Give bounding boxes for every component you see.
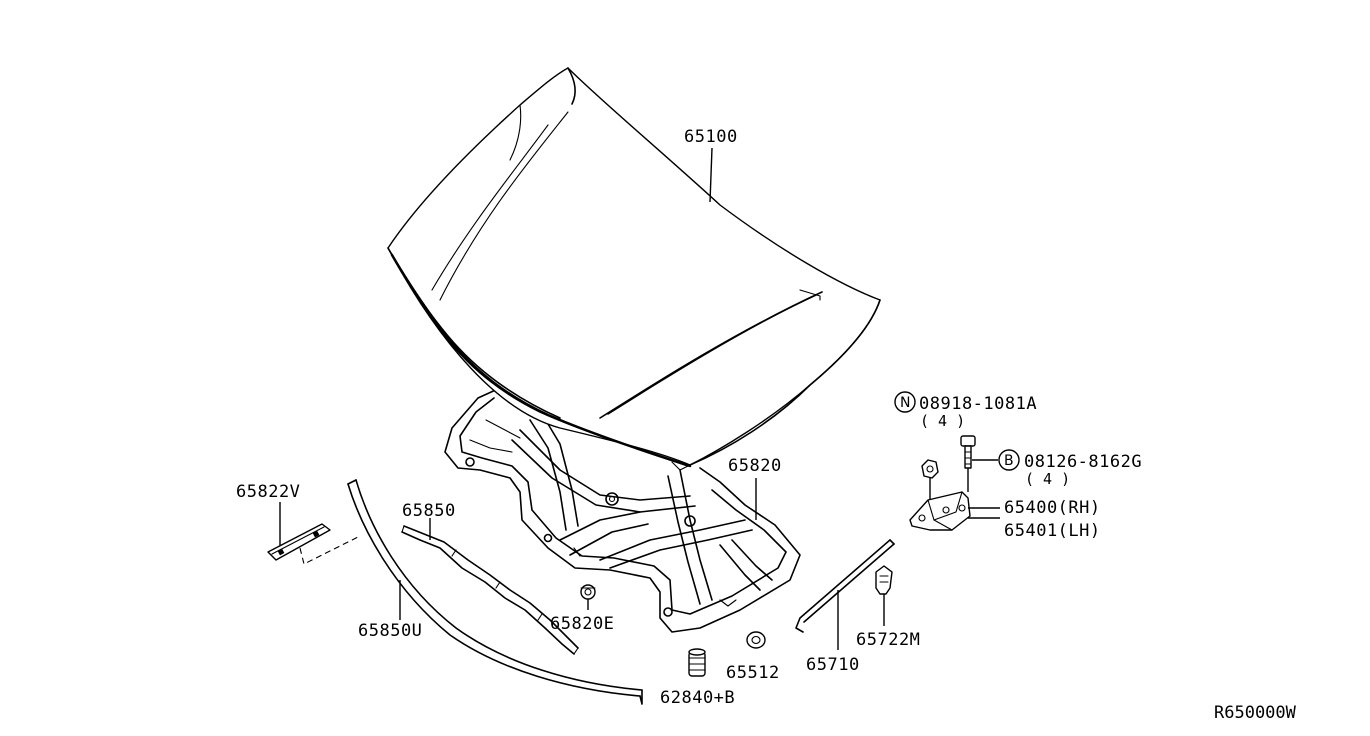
label-bolt: 08126-8162G	[1024, 452, 1142, 472]
label-hinge-rh: 65400(RH)	[1004, 498, 1101, 518]
label-grommet: 65512	[726, 663, 780, 683]
bolt-drawing	[960, 435, 976, 469]
bumper-drawing	[688, 648, 706, 677]
bolt-quantity: ( 4 )	[1025, 470, 1070, 488]
label-hinge-lh: 65401(LH)	[1004, 521, 1101, 541]
label-hood: 65100	[684, 127, 738, 147]
label-hood-frame: 65820	[728, 456, 782, 476]
nut-drawing	[921, 459, 939, 479]
label-stay: 65710	[806, 655, 860, 675]
label-insulator-clip: 65822V	[236, 482, 300, 502]
seal-upper-drawing	[347, 479, 643, 705]
nut-quantity: ( 4 )	[920, 412, 965, 430]
insulator-clip-drawing	[267, 523, 361, 565]
label-bumper: 62840+B	[660, 688, 735, 708]
label-seal-upper: 65850U	[358, 621, 422, 641]
hood-frame-drawing	[444, 387, 801, 633]
label-seal: 65850	[402, 501, 456, 521]
seal-drawing	[401, 525, 579, 655]
label-clip: 65820E	[550, 614, 614, 634]
bolt-badge-letter: B	[1004, 453, 1014, 469]
nut-badge: N	[894, 391, 916, 413]
stay-clip-drawing	[875, 565, 893, 595]
clip-drawing	[580, 584, 596, 600]
hood-panel-drawing	[387, 67, 881, 471]
grommet-drawing	[746, 631, 766, 649]
bolt-badge: B	[998, 449, 1020, 471]
diagram-reference: R650000W	[1214, 703, 1297, 723]
label-stay-clip: 65722M	[856, 630, 920, 650]
nut-badge-letter: N	[900, 395, 910, 411]
stay-drawing	[795, 539, 895, 633]
hinge-drawing	[909, 491, 971, 531]
label-nut: 08918-1081A	[919, 394, 1037, 414]
